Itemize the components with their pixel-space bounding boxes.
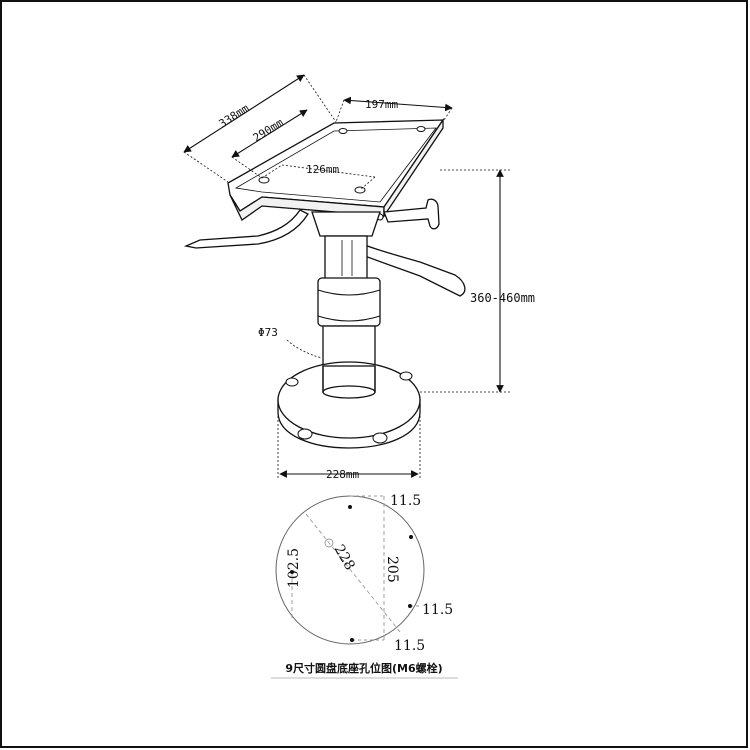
dim-tube-diameter [286, 339, 323, 359]
label-seat-width: 197mm [365, 98, 398, 111]
label-layout-vertical-spacing: 205 [384, 556, 400, 583]
base-disk [277, 361, 421, 449]
label-tube-diameter: Φ73 [258, 326, 278, 339]
base-bolt-holes [285, 371, 413, 444]
dim-seat-length-inner [231, 109, 308, 179]
label-layout-edge-right: 11.5 [422, 602, 453, 618]
dim-height-range [420, 169, 510, 393]
label-layout-radius-offset: 102.5 [286, 548, 302, 588]
label-layout-edge-top: 11.5 [390, 493, 421, 509]
dim-base-diameter [277, 412, 421, 480]
caption: 9尺寸圆盘底座孔位图(M6螺栓) [285, 661, 442, 675]
label-layout-edge-bottom: 11.5 [394, 638, 425, 654]
dim-seat-width [335, 96, 453, 123]
label-height-range: 360-460mm [470, 291, 535, 305]
label-hole-spacing: 126mm [306, 163, 339, 176]
label-seat-length-outer: 338mm [217, 101, 252, 130]
label-base-diameter: 228mm [326, 468, 359, 481]
swivel-lever [183, 209, 309, 249]
seat-plate [227, 117, 445, 221]
dim-hole-spacing [261, 164, 376, 191]
base-layout-holes [290, 505, 413, 642]
base-layout-drawing [275, 495, 425, 645]
label-seat-length-inner: 290mm [251, 116, 286, 145]
